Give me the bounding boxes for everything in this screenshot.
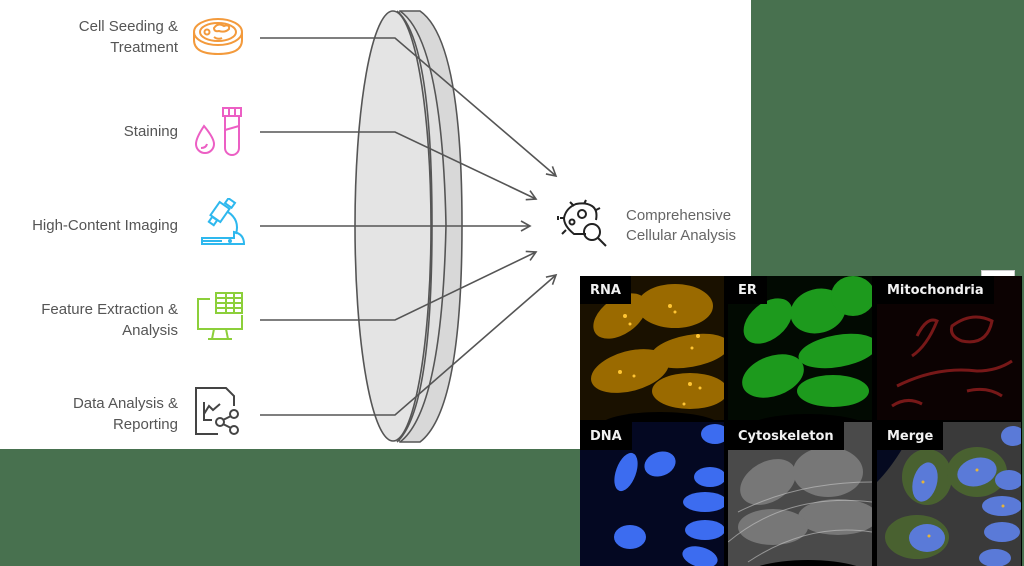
arrow-feature — [260, 250, 538, 321]
tile-dna: DNA — [580, 422, 724, 566]
merge-image — [877, 422, 1021, 566]
step-label-line2: Reporting — [112, 416, 178, 433]
lens-diagram — [260, 10, 558, 443]
arrow-data — [260, 273, 558, 416]
step-label-line1: High-Content Imaging — [32, 217, 178, 234]
tile-mitochondria: Mitochondria — [877, 276, 1021, 420]
result-label-line1: Comprehensive — [626, 207, 732, 224]
step-label-cell-seeding: Cell Seeding & Treatment — [79, 16, 178, 58]
step-label-line1: Data Analysis & — [72, 395, 178, 412]
dna-image — [580, 422, 724, 566]
monitor-spreadsheet-icon — [197, 292, 243, 340]
step-label-feature-extraction: Feature Extraction & Analysis — [41, 299, 178, 341]
tile-merge: Merge — [877, 422, 1021, 566]
stain-drop-test-tube-icon — [194, 107, 242, 156]
tile-label-merge: Merge — [877, 422, 944, 450]
microscopy-image-grid: RNA ER — [580, 276, 1022, 566]
step-label-line1: Staining — [123, 123, 178, 140]
step-label-line1: Feature Extraction & — [41, 301, 178, 318]
step-label-line2: Analysis — [122, 322, 178, 339]
step-label-data-analysis: Data Analysis & Reporting — [73, 393, 178, 435]
tile-label-cytoskeleton: Cytoskeleton — [728, 422, 844, 450]
arrow-seeding — [260, 37, 558, 178]
step-label-line1: Cell Seeding & — [78, 18, 178, 35]
tile-cytoskeleton: Cytoskeleton — [728, 422, 872, 566]
result-label-line2: Cellular Analysis — [626, 227, 737, 244]
tile-label-dna: DNA — [580, 422, 632, 450]
tile-label-er: ER — [728, 276, 767, 304]
arrow-staining — [260, 131, 538, 201]
step-label-imaging: High-Content Imaging — [32, 215, 178, 236]
tile-rna: RNA — [580, 276, 724, 420]
tile-label-rna: RNA — [580, 276, 631, 304]
cell-magnifier-icon — [557, 199, 607, 247]
chart-share-document-icon — [195, 387, 239, 435]
tile-er: ER — [728, 276, 872, 420]
step-label-staining: Staining — [124, 121, 178, 142]
result-label: Comprehensive Cellular Analysis — [626, 206, 736, 246]
step-label-line2: Treatment — [110, 39, 178, 56]
tile-label-mitochondria: Mitochondria — [877, 276, 994, 304]
microscope-icon — [201, 198, 246, 245]
petri-dish-icon — [193, 18, 243, 56]
